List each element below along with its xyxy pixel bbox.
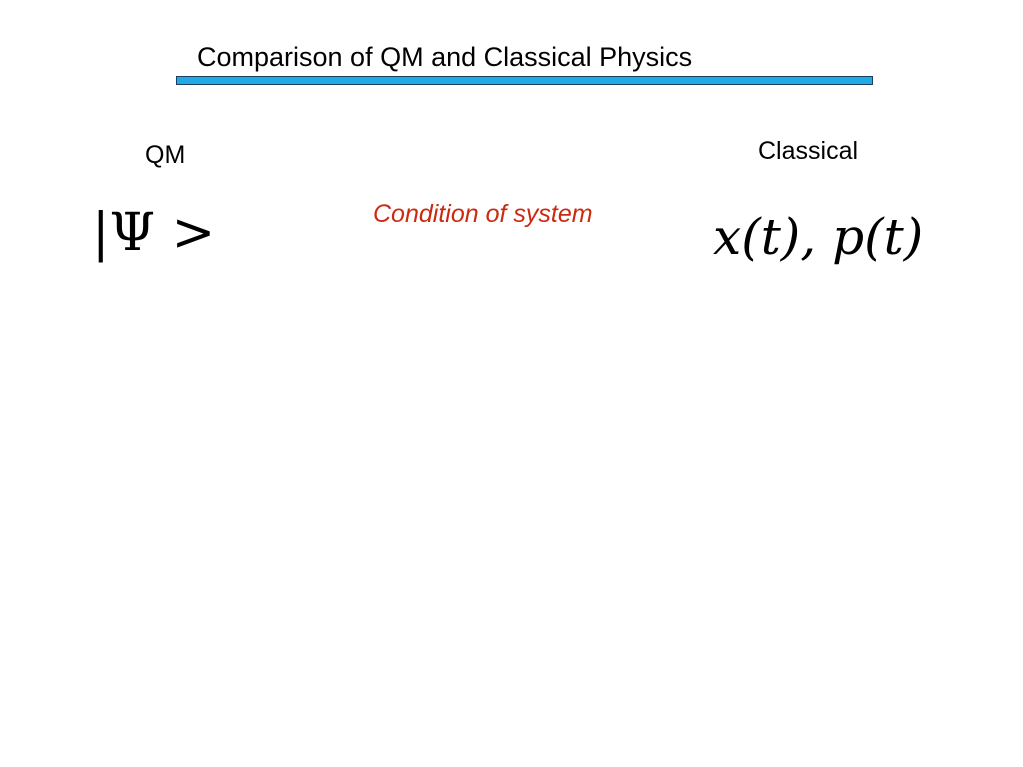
qm-column-label: QM: [145, 141, 186, 169]
classical-state-expression: x(t), p(t): [713, 208, 924, 266]
qm-state-expression: |Ψ >: [92, 203, 216, 263]
classical-column-label: Classical: [758, 137, 859, 165]
title-underline-bar: [176, 76, 873, 85]
slide-title: Comparison of QM and Classical Physics: [197, 42, 693, 72]
condition-of-system-label: Condition of system: [373, 200, 593, 228]
